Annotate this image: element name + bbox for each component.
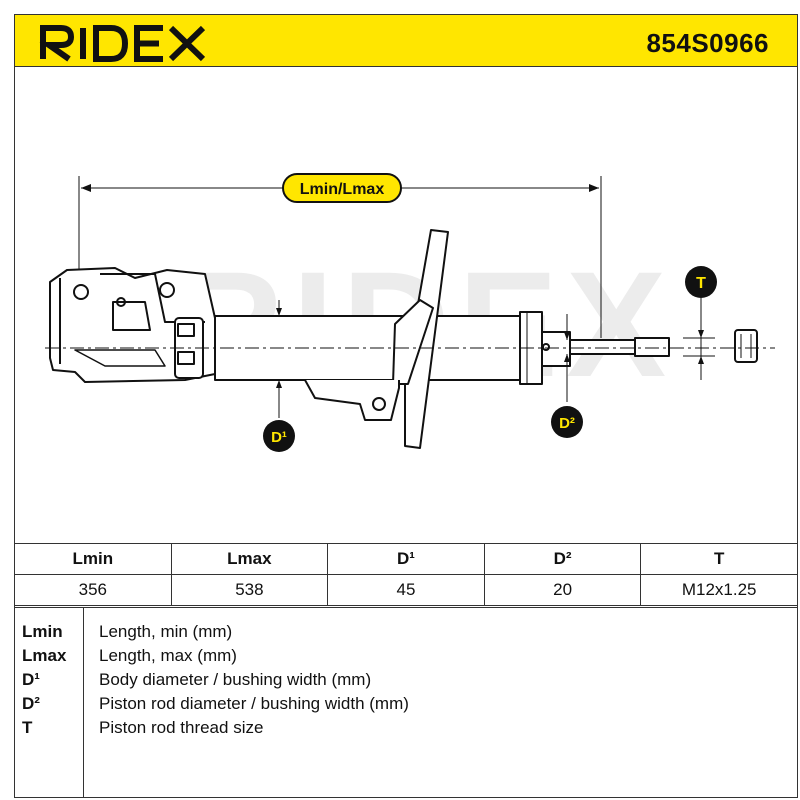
- legend: Lmin Length, min (mm) Lmax Length, max (…: [14, 607, 798, 798]
- spec-header-lmax: Lmax: [170, 543, 329, 575]
- spec-value-t: M12x1.25: [640, 574, 798, 606]
- body-diameter-dimension: [276, 300, 282, 418]
- legend-desc: Length, max (mm): [99, 646, 237, 665]
- rod-diameter-label-badge: D²: [551, 406, 583, 438]
- body-diameter-label-badge: D¹: [263, 420, 295, 452]
- thread-dimension: [683, 298, 715, 380]
- legend-desc: Length, min (mm): [99, 622, 233, 641]
- spec-table: Lmin Lmax D¹ D² T 356 538 45 20 M12x1.25: [14, 543, 798, 606]
- legend-key: Lmax: [22, 646, 67, 665]
- thread-label: T: [696, 275, 706, 292]
- spec-value-d1: 45: [327, 574, 485, 606]
- legend-desc: Piston rod diameter / bushing width (mm): [99, 694, 409, 713]
- spec-table-header-row: Lmin Lmax D¹ D² T: [14, 543, 798, 575]
- body-diameter-label: D¹: [271, 429, 287, 446]
- spec-header-t: T: [640, 543, 798, 575]
- length-label: Lmin/Lmax: [300, 181, 385, 198]
- rod-diameter-dimension: [564, 314, 570, 402]
- spec-table-value-row: 356 538 45 20 M12x1.25: [14, 574, 798, 606]
- knuckle-bracket: [49, 267, 216, 383]
- legend-desc: Body diameter / bushing width (mm): [99, 670, 372, 689]
- rod-diameter-label: D²: [559, 415, 575, 432]
- thread-label-badge: T: [685, 266, 717, 298]
- legend-divider: [83, 608, 84, 798]
- spec-header-d2: D²: [483, 543, 642, 575]
- legend-key: D¹: [22, 670, 40, 689]
- spec-value-d2: 20: [483, 574, 642, 606]
- header-bar: 854S0966: [14, 14, 798, 67]
- ridex-logo: [39, 23, 209, 63]
- spec-value-lmax: 538: [170, 574, 329, 606]
- spec-value-lmin: 356: [14, 574, 172, 606]
- part-number: 854S0966: [646, 28, 769, 58]
- spec-header-lmin: Lmin: [14, 543, 172, 575]
- spec-header-d1: D¹: [327, 543, 485, 575]
- legend-key: D²: [22, 694, 40, 713]
- legend-key: Lmin: [22, 622, 63, 641]
- legend-desc: Piston rod thread size: [99, 718, 264, 737]
- legend-key: T: [22, 718, 33, 737]
- technical-drawing: RIDEX: [15, 68, 797, 544]
- length-label-badge: Lmin/Lmax: [282, 173, 402, 203]
